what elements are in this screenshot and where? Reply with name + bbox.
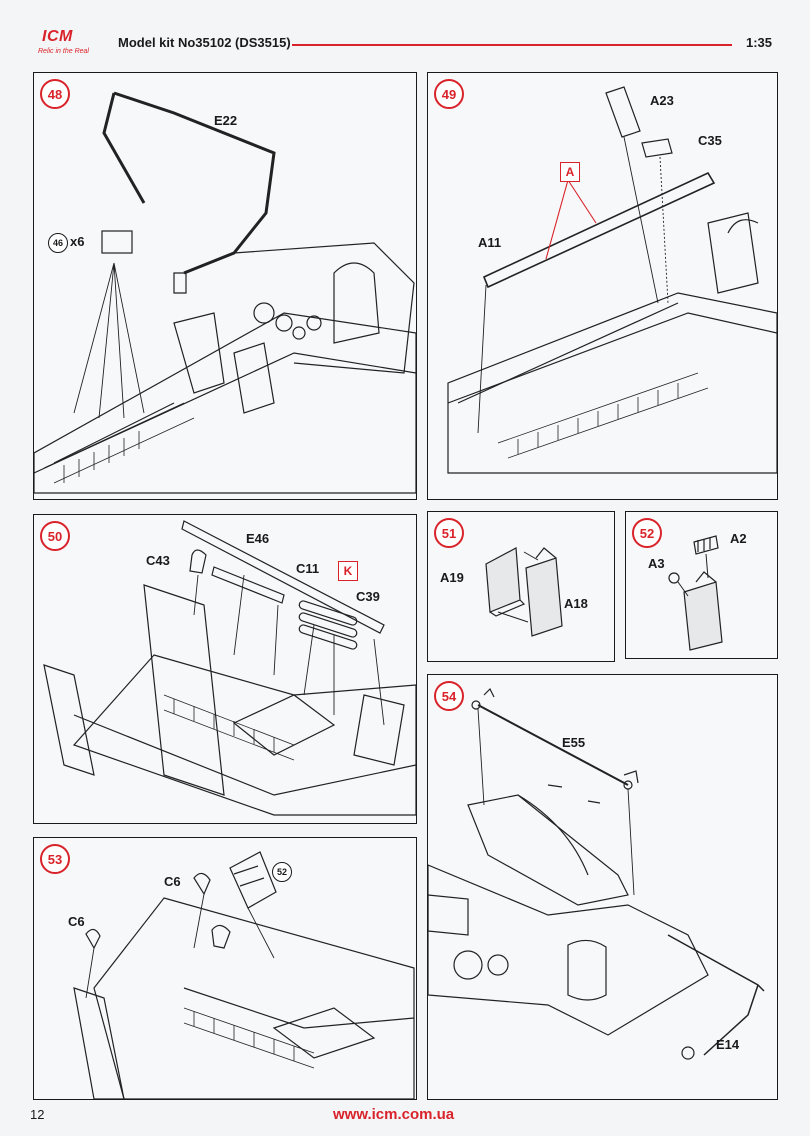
part-label-e22: E22 xyxy=(214,113,238,128)
step-51-drawing xyxy=(485,547,563,637)
ref-letter-box: A xyxy=(560,162,580,182)
kit-scale: 1:35 xyxy=(746,35,773,50)
step-49-drawing xyxy=(447,86,777,474)
step-number: 54 xyxy=(434,681,464,711)
part-label-e14: E14 xyxy=(716,1037,740,1052)
part-label-c6-left: C6 xyxy=(68,914,85,929)
part-label-c11: C11 xyxy=(296,561,320,576)
step-number: 53 xyxy=(40,844,70,874)
step-49-panel: 49 A23 C35 A11 A xyxy=(427,72,778,500)
step-48-panel: 48 E22 46 x6 xyxy=(33,72,417,500)
logo-tagline: Relic in the Real xyxy=(38,48,89,55)
step-number: 52 xyxy=(632,518,662,548)
page-number: 12 xyxy=(30,1107,45,1122)
step-53-panel: 53 C6 C6 52 xyxy=(33,837,417,1100)
step-number: 51 xyxy=(434,518,464,548)
step-number: 48 xyxy=(40,79,70,109)
part-label-a19: A19 xyxy=(440,570,464,585)
step-number: 49 xyxy=(434,79,464,109)
footer-url-link[interactable]: www.icm.com.ua xyxy=(333,1106,455,1123)
step-50-panel: 50 E46 C43 C11 C39 K xyxy=(33,514,417,824)
step-51-panel: 51 A19 A18 xyxy=(427,511,615,662)
part-label-e46: E46 xyxy=(246,531,270,546)
step-number: 50 xyxy=(40,521,70,551)
step-52-drawing xyxy=(668,535,723,651)
kit-title: Model kit No35102 (DS3515) xyxy=(118,35,291,50)
part-label-c39: C39 xyxy=(356,589,380,604)
part-label-a2: A2 xyxy=(730,531,747,546)
step-54-panel: 54 E55 E14 xyxy=(427,674,778,1100)
ref-step-circle: 46 xyxy=(48,233,68,253)
part-label-a23: A23 xyxy=(650,93,674,108)
icm-logo: ICM Relic in the Real xyxy=(28,22,108,58)
step-53-drawing xyxy=(73,851,415,1099)
part-label-c35: C35 xyxy=(698,133,722,148)
multiplier: x6 xyxy=(70,234,85,249)
page-header: ICM Relic in the Real Model kit No35102 … xyxy=(0,0,810,62)
part-label-a18: A18 xyxy=(564,596,588,611)
step-50-drawing xyxy=(43,520,416,816)
part-label-c6-top: C6 xyxy=(164,874,181,889)
ref-step-circle: 52 xyxy=(272,862,292,882)
part-label-a3: A3 xyxy=(648,556,665,571)
logo-text: ICM xyxy=(42,28,73,45)
part-label-a11: A11 xyxy=(478,235,502,250)
part-label-c43: C43 xyxy=(146,553,170,568)
ref-letter-box: K xyxy=(338,561,358,581)
step-52-panel: 52 A2 A3 xyxy=(625,511,778,659)
header-rule xyxy=(292,44,732,46)
part-label-e55: E55 xyxy=(562,735,586,750)
step-54-drawing xyxy=(428,687,765,1060)
step-48-drawing xyxy=(34,91,416,494)
